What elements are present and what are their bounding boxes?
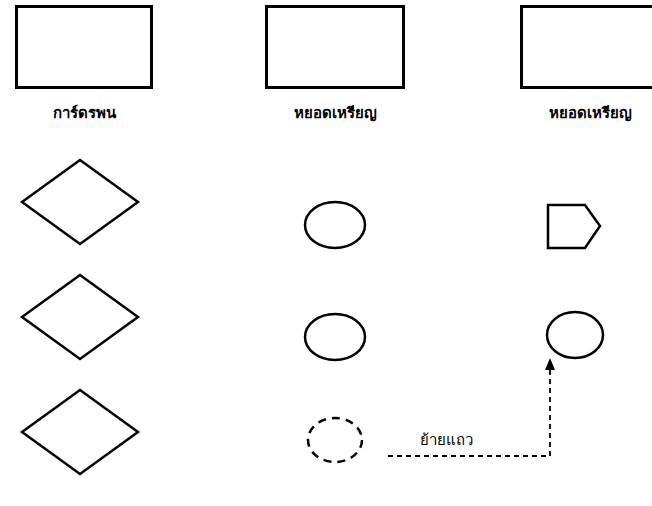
box-outline — [520, 5, 652, 89]
labelled-box: หยอดเหรียญ — [520, 5, 652, 123]
box-outline — [265, 5, 405, 89]
dashed-circle — [308, 418, 362, 462]
box-heading: การ์ดรพน — [15, 101, 153, 125]
diamond-shape — [22, 390, 138, 474]
labelled-box: การ์ดรพน — [15, 5, 153, 123]
move-line — [388, 368, 550, 456]
arrow-head — [545, 358, 555, 370]
circle-shape — [547, 312, 603, 358]
pentagon-shape — [548, 205, 600, 248]
box-heading: หยอดเหรียญ — [520, 101, 652, 125]
labelled-box: หยอดเหรียญ — [265, 5, 405, 123]
note-label: ย้ายแถว — [418, 428, 475, 452]
diamond-shape — [22, 275, 138, 359]
circle-shape — [305, 202, 365, 248]
circle-shape — [305, 314, 365, 360]
box-outline — [15, 5, 153, 89]
box-heading: หยอดเหรียญ — [265, 101, 405, 125]
diamond-shape — [22, 160, 138, 244]
